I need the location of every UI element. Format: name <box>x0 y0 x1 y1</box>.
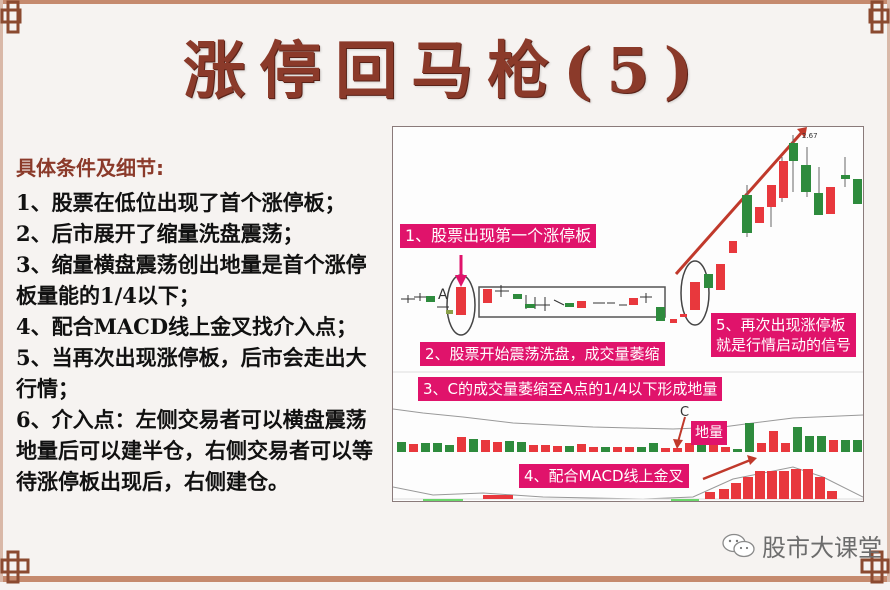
page-title: 涨停回马枪(5) <box>183 34 707 107</box>
candlestick-chart <box>393 127 863 501</box>
peak-price-label: 2.67 <box>802 132 818 140</box>
annotation-second-limit-up: 5、再次出现涨停板 就是行情启动的信号 <box>711 313 857 357</box>
point-c-label: C <box>680 405 690 420</box>
conditions-list: 1、股票在低位出现了首个涨停板； 2、后市展开了缩量洗盘震荡； 3、缩量横盘震荡… <box>16 187 386 497</box>
condition-item: 5、当再次出现涨停板，后市会走出大行情； <box>16 345 367 401</box>
conditions-section: 具体条件及细节: 1、股票在低位出现了首个涨停板； 2、后市展开了缩量洗盘震荡；… <box>16 152 386 497</box>
annotation-macd-cross: 4、配合MACD线上金叉 <box>519 464 689 488</box>
conditions-heading: 具体条件及细节: <box>16 156 164 180</box>
wechat-icon <box>722 533 755 557</box>
frame-right-border <box>887 0 890 582</box>
ground-volume-tag: 地量 <box>691 421 727 445</box>
annotation-consolidation: 2、股票开始震荡洗盘，成交量萎缩 <box>420 342 665 366</box>
corner-knot-icon <box>0 542 40 586</box>
annotation-line: 就是行情启动的信号 <box>716 336 852 354</box>
watermark-text: 股市大课堂 <box>762 534 882 562</box>
volume-bars <box>393 408 863 452</box>
frame-top-border <box>0 0 890 4</box>
condition-item: 2、后市展开了缩量洗盘震荡； <box>16 221 304 246</box>
stock-chart-panel: 2.67 A C 1、股票出现第一个涨停板 2、股票开始震荡洗盘，成交量萎缩 3… <box>392 126 864 502</box>
frame-bottom-border <box>0 576 890 582</box>
frame-left-border <box>0 0 3 582</box>
condition-item: 1、股票在低位出现了首个涨停板； <box>16 190 346 215</box>
corner-knot-icon <box>0 0 40 40</box>
condition-item: 4、配合MACD线上金叉找介入点； <box>16 314 358 339</box>
point-a-label: A <box>438 287 448 303</box>
annotation-ground-volume: 3、C的成交量萎缩至A点的1/4以下形成地量 <box>418 377 723 401</box>
condition-item: 3、缩量横盘震荡创出地量是首个涨停板量能的1/4以下； <box>16 252 367 308</box>
watermark: 股市大课堂 <box>722 528 882 563</box>
corner-knot-icon <box>850 0 890 40</box>
annotation-first-limit-up: 1、股票出现第一个涨停板 <box>400 224 597 248</box>
condition-item: 6、介入点：左侧交易者可以横盘震荡地量后可以建半仓，右侧交易者可以等待涨停板出现… <box>16 407 373 494</box>
macd-histogram <box>393 466 863 501</box>
annotation-line: 5、再次出现涨停板 <box>716 316 846 334</box>
